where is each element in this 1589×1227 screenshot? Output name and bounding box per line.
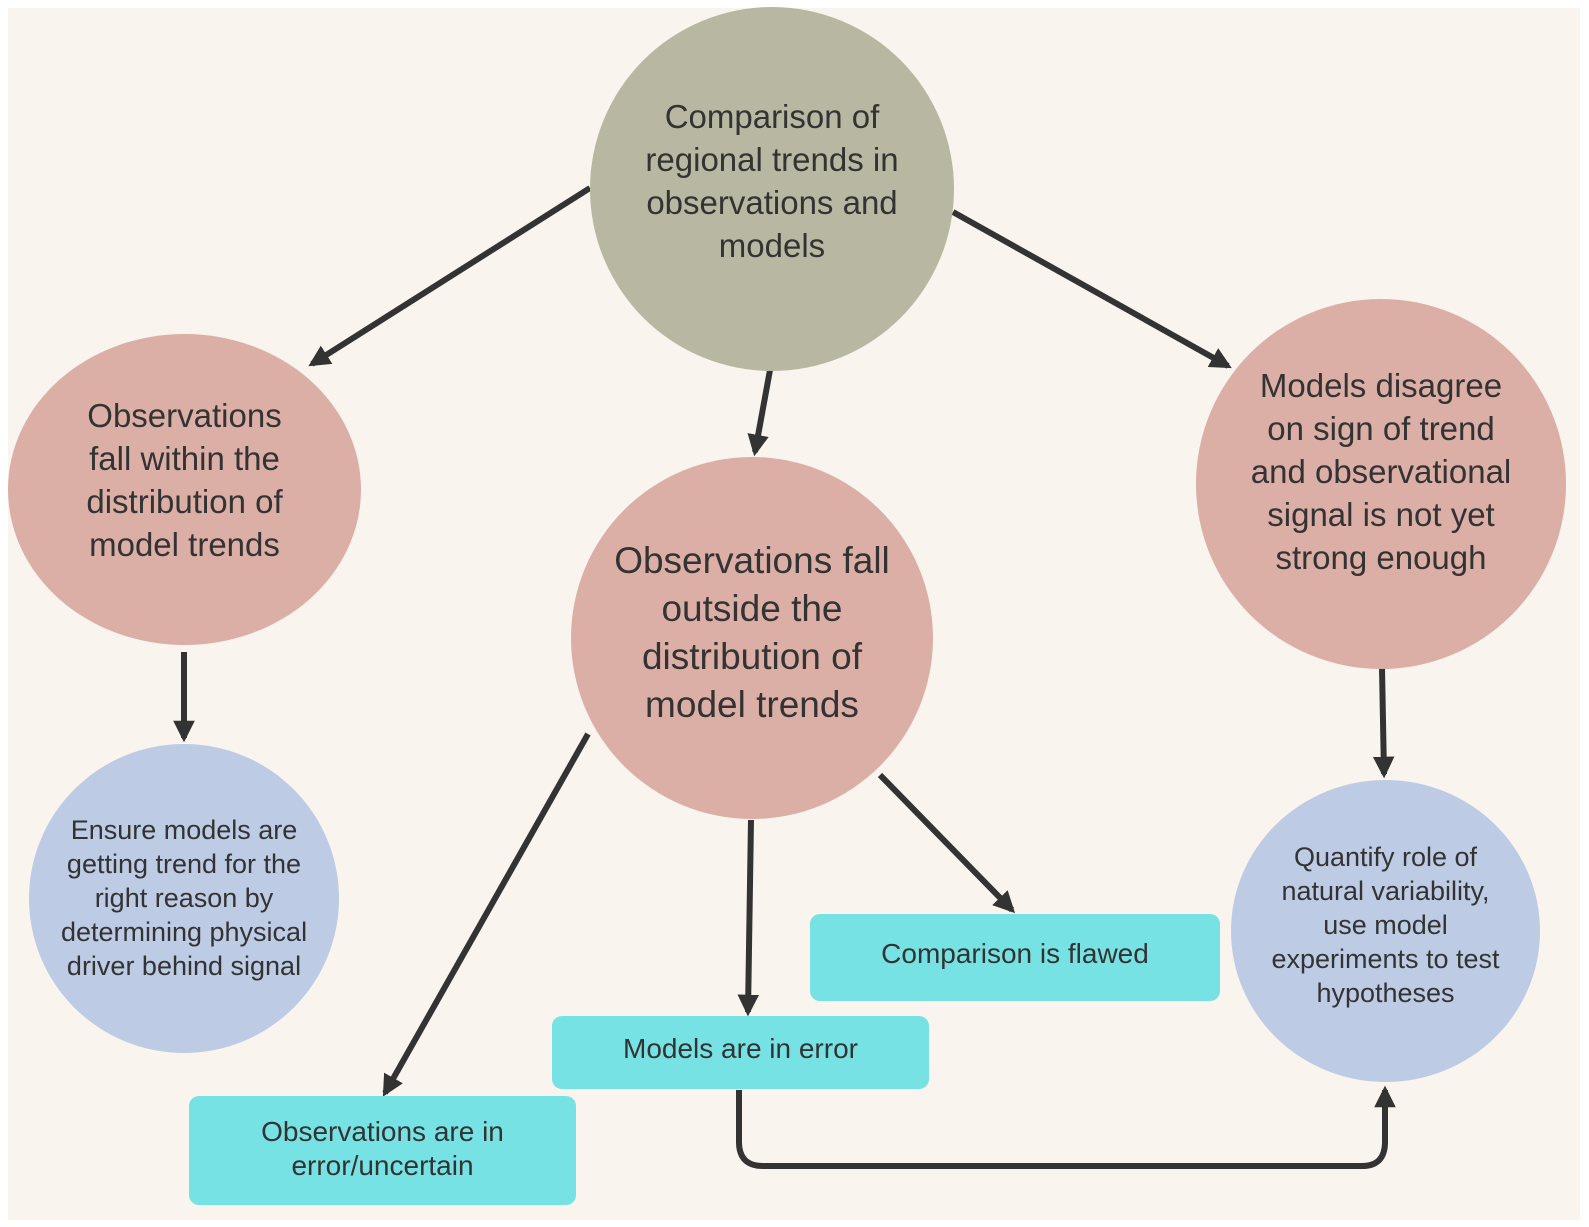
- node-quantify-label: Quantify role of natural variability, us…: [1271, 842, 1500, 1008]
- node-disagree-label: Models disagree on sign of trend and obs…: [1250, 367, 1512, 576]
- node-within: Observations fall within the distributio…: [8, 334, 361, 645]
- edge-outside-to-obs-error: [382, 732, 591, 1097]
- edge-models-error-to-quantify: [736, 1085, 1396, 1169]
- node-root: Comparison of regional trends in observa…: [590, 7, 954, 371]
- edge-root-to-outside: [747, 369, 773, 457]
- node-obs-error: Observations are in error/uncertain: [189, 1096, 576, 1205]
- node-ensure: Ensure models are getting trend for the …: [29, 744, 339, 1053]
- edge-disagree-to-quantify: [1372, 667, 1395, 779]
- node-disagree: Models disagree on sign of trend and obs…: [1196, 299, 1566, 669]
- node-flawed-label: Comparison is flawed: [881, 937, 1149, 969]
- node-flawed: Comparison is flawed: [810, 914, 1220, 1001]
- node-quantify: Quantify role of natural variability, us…: [1231, 780, 1540, 1082]
- node-outside-label: Observations fall outside the distributi…: [614, 540, 890, 725]
- node-outside: Observations fall outside the distributi…: [571, 457, 933, 819]
- edge-root-to-within: [308, 185, 592, 367]
- node-ensure-label: Ensure models are getting trend for the …: [60, 814, 308, 981]
- edge-root-to-disagree: [951, 209, 1232, 369]
- edge-outside-to-flawed: [877, 772, 1016, 914]
- edge-outside-to-models-error: [737, 819, 760, 1017]
- node-within-label: Observations fall within the distributio…: [86, 396, 283, 563]
- node-root-label: Comparison of regional trends in observa…: [645, 98, 899, 264]
- node-models-error: Models are in error: [552, 1016, 929, 1089]
- node-obs-error-label: Observations are in error/uncertain: [261, 1115, 504, 1181]
- node-models-error-label: Models are in error: [623, 1032, 858, 1064]
